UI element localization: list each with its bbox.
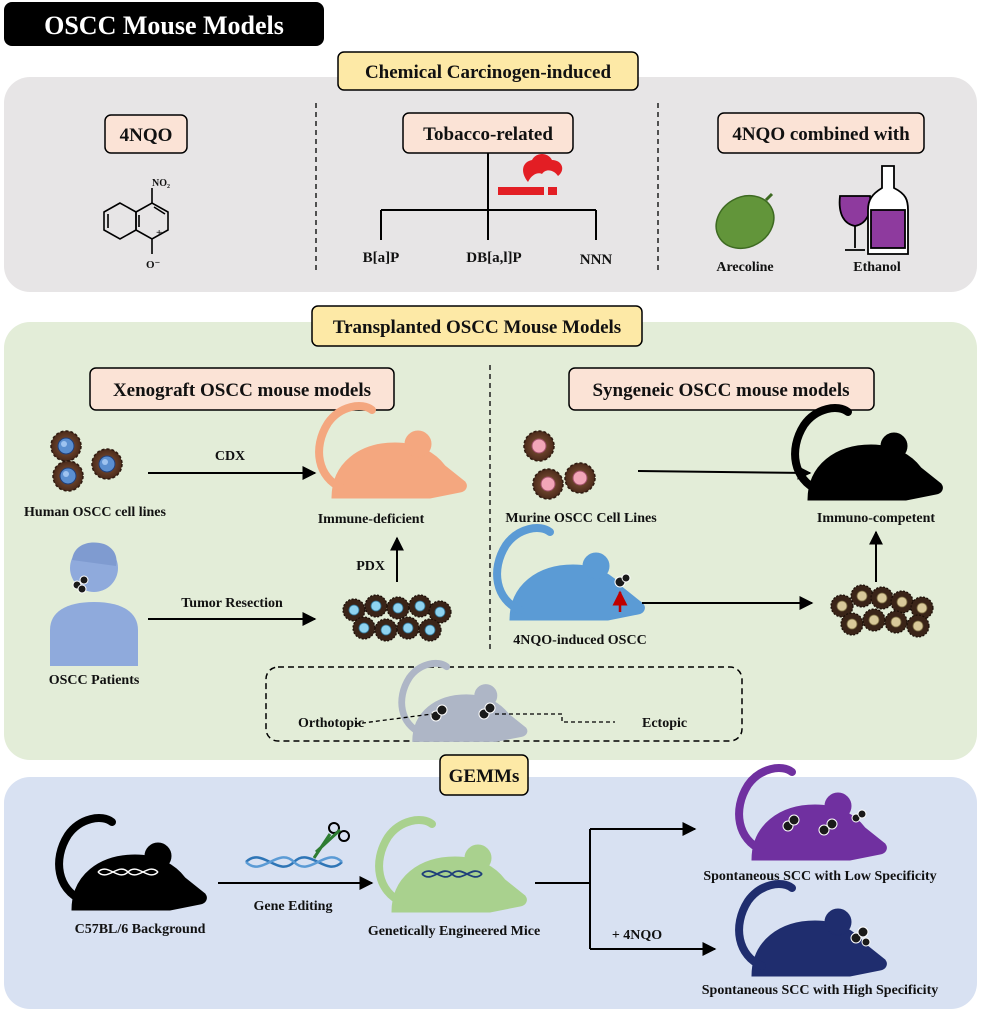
chemical-header: Chemical Carcinogen-induced bbox=[365, 62, 612, 83]
high-specificity-tumors bbox=[850, 926, 871, 947]
high-specificity-label: Spontaneous SCC with High Specificity bbox=[702, 983, 938, 998]
scissors-icon bbox=[312, 822, 350, 859]
wine-icon bbox=[838, 165, 909, 255]
arecoline-label: Arecoline bbox=[716, 260, 773, 275]
syn-box bbox=[568, 367, 875, 411]
xeno-box bbox=[89, 367, 395, 411]
dna-icon-engineered bbox=[421, 870, 483, 878]
areca-nut-icon bbox=[715, 192, 775, 250]
combined-title: 4NQO combined with bbox=[732, 124, 910, 145]
orthotopic-leader bbox=[354, 713, 433, 725]
tobacco-leaf-1: B[a]P bbox=[363, 250, 400, 266]
syn-title: Syngeneic OSCC mouse models bbox=[592, 380, 849, 401]
transplanted-header-box bbox=[311, 305, 643, 347]
tobacco-title: Tobacco-related bbox=[423, 124, 553, 145]
murine-arrow bbox=[637, 465, 812, 480]
tobacco-leaf-2: DB[a,l]P bbox=[466, 250, 521, 266]
dna-icon bbox=[245, 856, 343, 868]
transplanted-header: Transplanted OSCC Mouse Models bbox=[333, 317, 621, 338]
tumor-resection-label: Tumor Resection bbox=[181, 596, 283, 611]
4nqo-title: 4NQO bbox=[120, 125, 173, 146]
4nqo-induced-tumor bbox=[614, 573, 631, 588]
patients-label: OSCC Patients bbox=[49, 673, 140, 688]
patient-icon bbox=[50, 542, 138, 666]
tobacco-leaf-3: NNN bbox=[580, 252, 613, 268]
cdx-label: CDX bbox=[215, 449, 245, 464]
page-title: OSCC Mouse Models bbox=[44, 11, 284, 40]
o-minus-label: O⁻ bbox=[146, 259, 161, 271]
immune-deficient-label: Immune-deficient bbox=[318, 512, 425, 527]
title-bar bbox=[4, 2, 324, 46]
ectopic-leader bbox=[495, 713, 615, 723]
low-specificity-label: Spontaneous SCC with Low Specificity bbox=[703, 869, 936, 884]
no2-label: NO₂ bbox=[152, 178, 170, 189]
plus-4nqo-label: + 4NQO bbox=[612, 928, 662, 943]
4nqo-structure bbox=[103, 188, 169, 254]
gemm-header: GEMMs bbox=[449, 766, 520, 787]
site-box bbox=[265, 666, 743, 742]
tobacco-tree bbox=[380, 153, 597, 240]
ethanol-label: Ethanol bbox=[853, 260, 901, 275]
site-tumors bbox=[430, 702, 496, 722]
4nqo-box bbox=[104, 114, 188, 154]
low-specificity-tumors bbox=[782, 809, 867, 836]
gemm-header-box bbox=[439, 754, 529, 796]
induced-label: 4NQO-induced OSCC bbox=[513, 633, 646, 648]
branch-lines bbox=[535, 822, 717, 956]
combined-box bbox=[717, 112, 925, 154]
ectopic-label: Ectopic bbox=[642, 716, 687, 731]
cigarette-icon bbox=[498, 154, 563, 195]
human-cells-label: Human OSCC cell lines bbox=[24, 505, 167, 520]
orthotopic-label: Orthotopic bbox=[298, 716, 364, 731]
immuno-competent-label: Immuno-competent bbox=[817, 511, 936, 526]
c57bl6-label: C57BL/6 Background bbox=[75, 922, 206, 937]
murine-cells-label: Murine OSCC Cell Lines bbox=[505, 511, 657, 526]
engineered-label: Genetically Engineered Mice bbox=[368, 924, 540, 939]
gene-editing-label: Gene Editing bbox=[254, 899, 333, 914]
dna-icon-black bbox=[97, 868, 159, 876]
pdx-label: PDX bbox=[356, 559, 385, 574]
n-plus-label: + bbox=[156, 227, 162, 239]
xeno-title: Xenograft OSCC mouse models bbox=[113, 380, 371, 401]
chemical-header-box bbox=[337, 51, 639, 91]
